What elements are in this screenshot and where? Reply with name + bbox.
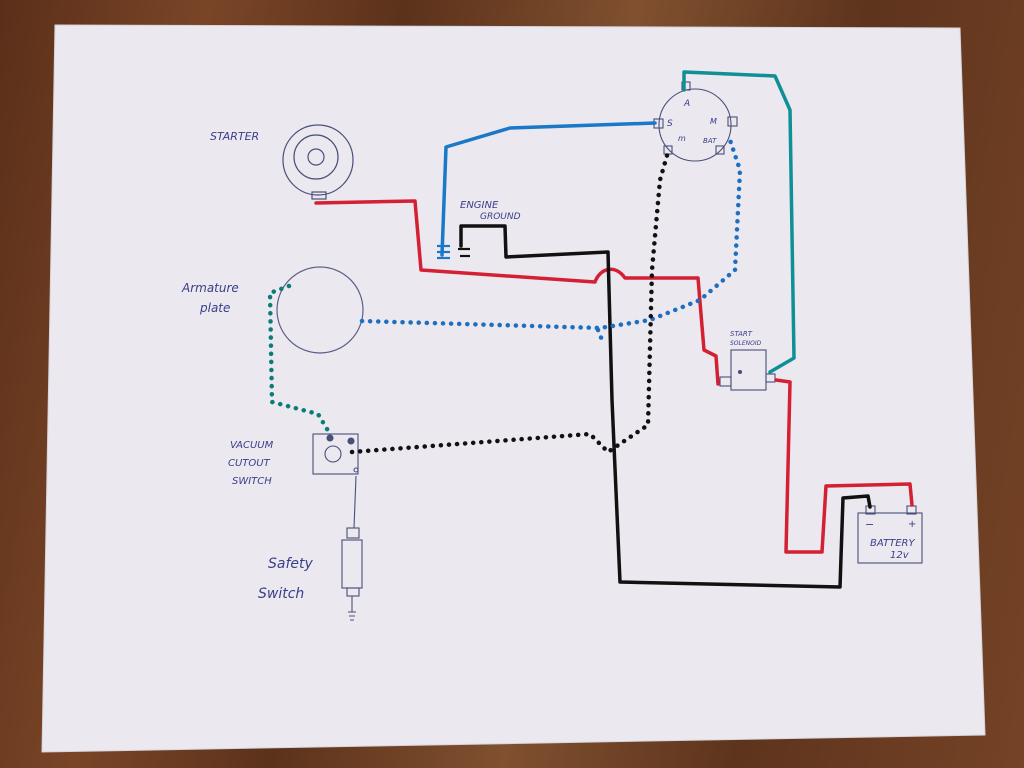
black-dotted-switch-to-regulator xyxy=(349,149,671,455)
engine-ground-label-line2: GROUND xyxy=(480,212,521,222)
safety-switch xyxy=(341,475,363,621)
blue-wire-regulator-to-ground xyxy=(440,121,657,257)
red-wires xyxy=(314,199,914,554)
battery-negative-label: − xyxy=(865,518,874,531)
paper-sheet xyxy=(41,24,986,753)
black-wire-engine-ground xyxy=(459,224,872,589)
vacuum-label-line2: CUTOUT xyxy=(228,458,271,469)
teal-wire-regulator-to-solenoid xyxy=(682,70,796,374)
blue-dotted-branch xyxy=(595,327,605,343)
safety-switch-label-line2: Switch xyxy=(258,586,304,602)
vacuum-cutout-switch xyxy=(312,433,359,475)
vacuum-label-line3: SWITCH xyxy=(232,476,272,487)
vacuum-label-line1: VACUUM xyxy=(230,440,274,451)
black-wires xyxy=(459,224,872,589)
terminal-m2-label: m xyxy=(678,134,686,143)
starter-label: STARTER xyxy=(210,130,259,143)
armature-plate-label-line1: Armature xyxy=(181,281,239,295)
red-wire-solenoid-to-battery xyxy=(774,378,914,554)
battery-label-line2: 12v xyxy=(890,550,910,561)
safety-switch-label-line1: Safety xyxy=(268,556,313,572)
terminal-a-label: A xyxy=(683,99,690,109)
teal-dotted-armature-to-switch xyxy=(267,283,333,437)
dotted-wires xyxy=(267,137,743,455)
terminal-s-label: S xyxy=(667,119,673,129)
start-solenoid-label-line2: SOLENOID xyxy=(730,340,762,347)
red-wire-starter-to-solenoid xyxy=(314,199,720,386)
armature-plate-circle xyxy=(276,266,364,354)
start-solenoid xyxy=(719,349,776,391)
battery-positive-label: + xyxy=(908,519,916,530)
starter-component xyxy=(282,124,354,200)
engine-ground-symbol-black xyxy=(458,247,470,258)
engine-ground-label-line1: ENGINE xyxy=(460,200,499,211)
terminal-bat-label: BAT xyxy=(703,137,717,145)
battery-label-line1: BATTERY xyxy=(870,538,915,549)
start-solenoid-label-line1: START xyxy=(730,330,753,338)
engine-ground-symbol xyxy=(437,244,450,260)
terminal-m1-label: M xyxy=(710,117,717,126)
armature-plate-label-line2: plate xyxy=(199,301,230,315)
